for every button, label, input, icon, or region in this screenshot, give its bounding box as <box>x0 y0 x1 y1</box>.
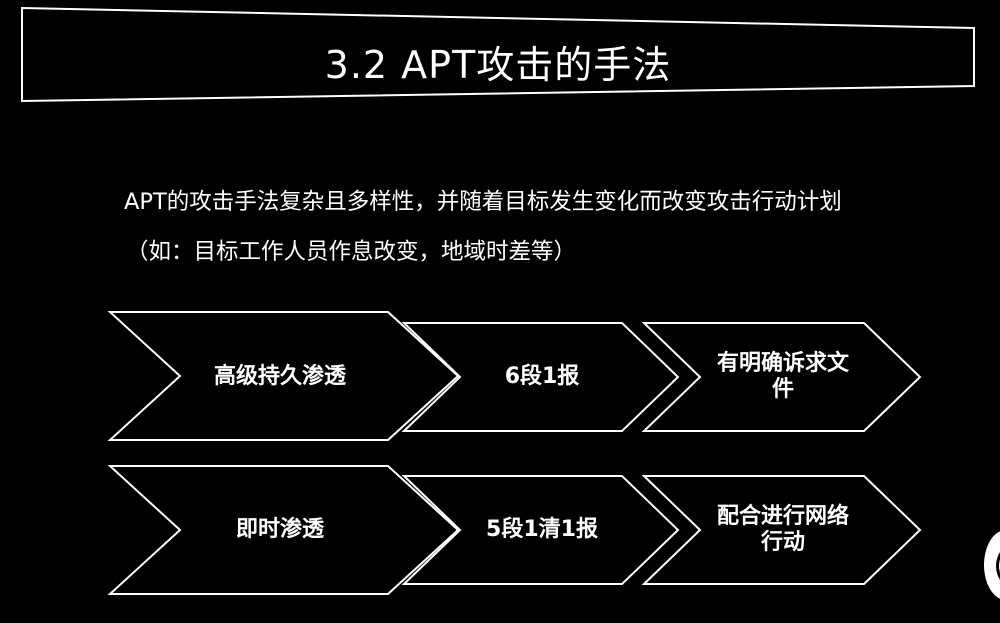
chevron-row2-step3-label-line2: 行动 <box>760 530 805 555</box>
title-banner-frame <box>21 6 975 103</box>
chevron-row2-step1-shape <box>107 465 460 595</box>
chevron-row1-step3-label: 有明确诉求文 件 <box>690 346 876 408</box>
chevron-row2-step2-label: 5段1清1报 <box>486 517 598 542</box>
chevron-row1-step1-label: 高级持久渗透 <box>213 364 346 389</box>
chevron-row1-step3-shape <box>641 322 922 432</box>
chevron-row2-step3-label-line1: 配合进行网络 <box>716 504 849 529</box>
description-line-2: （如：目标工作人员作息改变，地域时差等） <box>126 239 577 265</box>
logo-badge-icon <box>984 530 1000 600</box>
slide-title: 3.2 APT攻击的手法 <box>324 42 672 87</box>
logo-badge-ring <box>996 544 1000 588</box>
chevron-row2-step3-shape <box>641 475 922 585</box>
description-line-1: APT的攻击手法复杂且多样性，并随着目标发生变化而改变攻击行动计划 <box>124 189 842 215</box>
chevron-row1-step1-shape <box>107 311 460 441</box>
chevron-row2-step1-label: 即时渗透 <box>235 517 324 542</box>
chevron-row1-step2-shape <box>401 322 680 432</box>
chevron-row1-step3-label-line1: 有明确诉求文 <box>716 351 849 376</box>
chevron-row1-step2-label: 6段1报 <box>504 364 580 389</box>
chevron-row2-step3-label: 配合进行网络 行动 <box>690 499 876 561</box>
chevron-row2-step2-shape <box>401 475 680 585</box>
chevron-row1-step3-label-line2: 件 <box>771 377 794 402</box>
